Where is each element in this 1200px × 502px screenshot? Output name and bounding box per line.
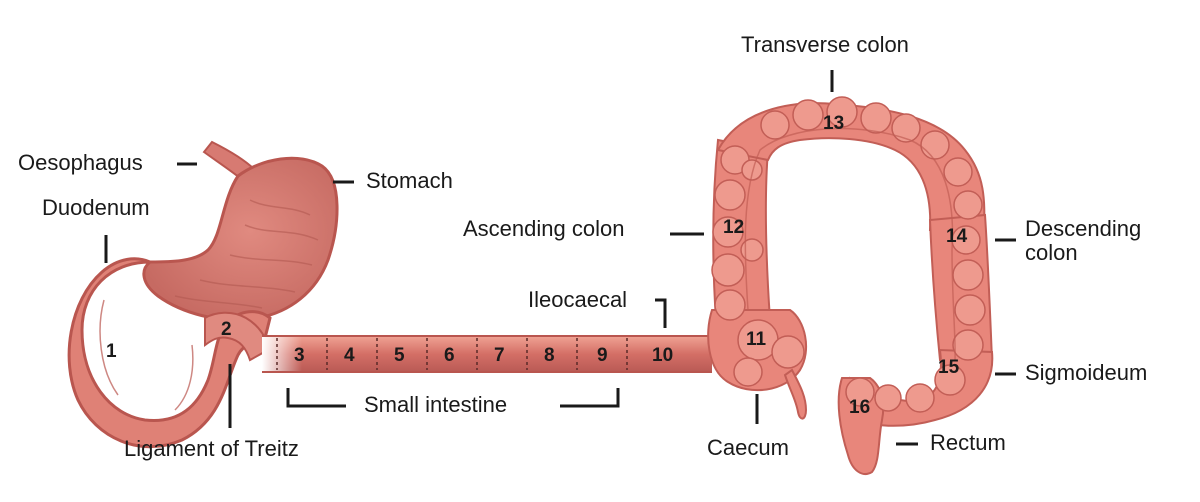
label-ascending-colon: Ascending colon [463,216,624,241]
label-descending-colon-line2: colon [1025,240,1078,265]
segment-13: 13 [823,113,844,134]
large-intestine [707,96,994,475]
segment-12: 12 [723,217,744,238]
segment-5: 5 [394,345,405,366]
segment-7: 7 [494,345,505,366]
leader-lines [104,70,1016,446]
stomach-shape [142,156,339,322]
label-small-intestine: Small intestine [364,392,507,417]
upper-gi-tract [67,140,339,449]
segment-16: 16 [849,397,870,418]
segment-15: 15 [938,357,960,378]
segment-3: 3 [294,345,305,366]
label-caecum: Caecum [707,435,789,460]
label-ligament-of-treitz: Ligament of Treitz [124,436,299,461]
small-intestine-tube [262,335,712,373]
label-sigmoideum: Sigmoideum [1025,360,1147,385]
label-rectum: Rectum [930,430,1006,455]
labels: Oesophagus Stomach Duodenum Ligament of … [18,32,1147,461]
label-stomach: Stomach [366,168,453,193]
label-duodenum: Duodenum [42,195,150,220]
segment-11: 11 [746,329,767,350]
segment-numbers: 1 2 3 4 5 6 7 8 9 10 11 12 13 14 15 16 [106,113,968,418]
segment-6: 6 [444,345,455,366]
segment-9: 9 [597,345,608,366]
segment-4: 4 [344,345,355,366]
segment-10: 10 [652,345,673,366]
label-descending-colon-line1: Descending [1025,216,1141,241]
segment-1: 1 [106,341,117,362]
label-transverse-colon: Transverse colon [741,32,909,57]
label-ileocaecal: Ileocaecal [528,287,627,312]
segment-8: 8 [544,345,555,366]
segment-2: 2 [221,319,232,340]
label-oesophagus: Oesophagus [18,150,143,175]
segment-14: 14 [946,226,968,247]
